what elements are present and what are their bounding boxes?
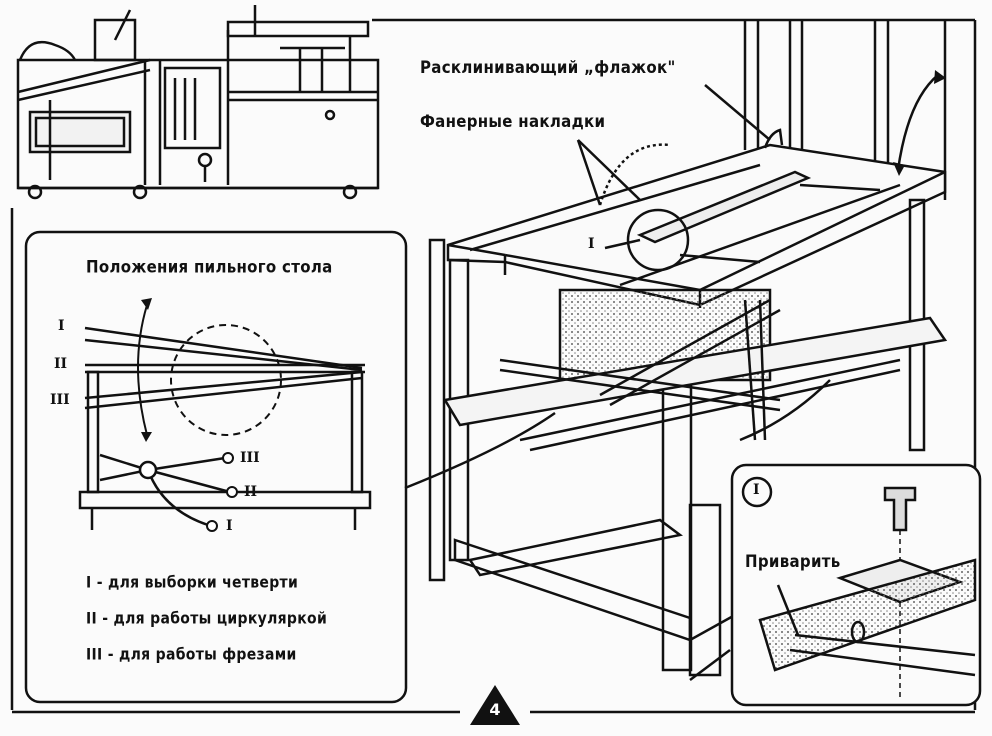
position-iii-lever: III <box>240 450 260 466</box>
legend-item-iii: III - для работы фрезами <box>86 646 297 664</box>
figure-badge <box>470 685 520 725</box>
positions-inset <box>24 230 408 704</box>
position-i-left: I <box>58 318 65 334</box>
legend-text: - для работы фрезами <box>107 645 297 665</box>
legend-text: - для выборки четверти <box>96 573 299 593</box>
legend-item-i: I - для выборки четверти <box>86 574 298 592</box>
plywood-pads-label: Фанерные накладки <box>420 110 606 132</box>
detail-inset <box>730 463 982 707</box>
callout-marker-label: I <box>588 236 595 252</box>
legend-numeral: III <box>86 645 103 665</box>
weld-label: Приварить <box>745 550 841 572</box>
position-i-lever: I <box>226 518 233 534</box>
riving-knife-label: Расклинивающий „флажок" <box>420 56 676 78</box>
legend-numeral: I <box>86 573 92 593</box>
legend-item-ii: II - для работы циркуляркой <box>86 610 327 628</box>
position-ii-lever: II <box>244 484 258 500</box>
figure-number: 4 <box>489 700 501 719</box>
legend-numeral: II <box>86 609 98 629</box>
table-positions-label: Положения пильного стола <box>86 256 333 278</box>
position-ii-left: II <box>54 356 68 372</box>
position-iii-left: III <box>50 392 70 408</box>
machine-overview <box>16 5 380 200</box>
table-saw-drawing <box>404 20 948 681</box>
callout-inset-number: I <box>753 482 760 498</box>
legend-text: - для работы циркуляркой <box>102 609 328 629</box>
